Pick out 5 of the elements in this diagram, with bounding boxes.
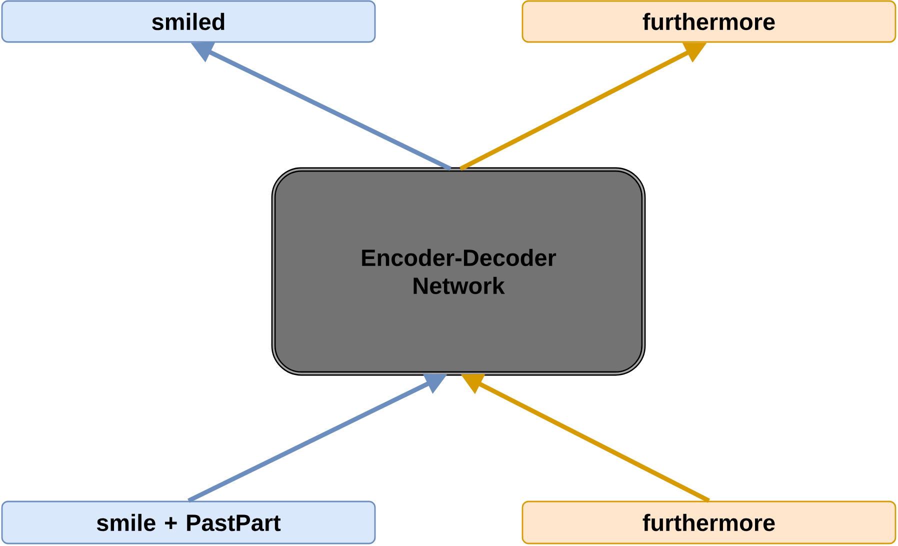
process-box: Encoder-Decoder Network	[271, 167, 646, 376]
text-box: smiled	[1, 0, 376, 43]
text-box: furthermore	[522, 500, 896, 544]
text-box: furthermore	[522, 0, 896, 43]
text-box: smile + PastPart	[1, 500, 376, 544]
